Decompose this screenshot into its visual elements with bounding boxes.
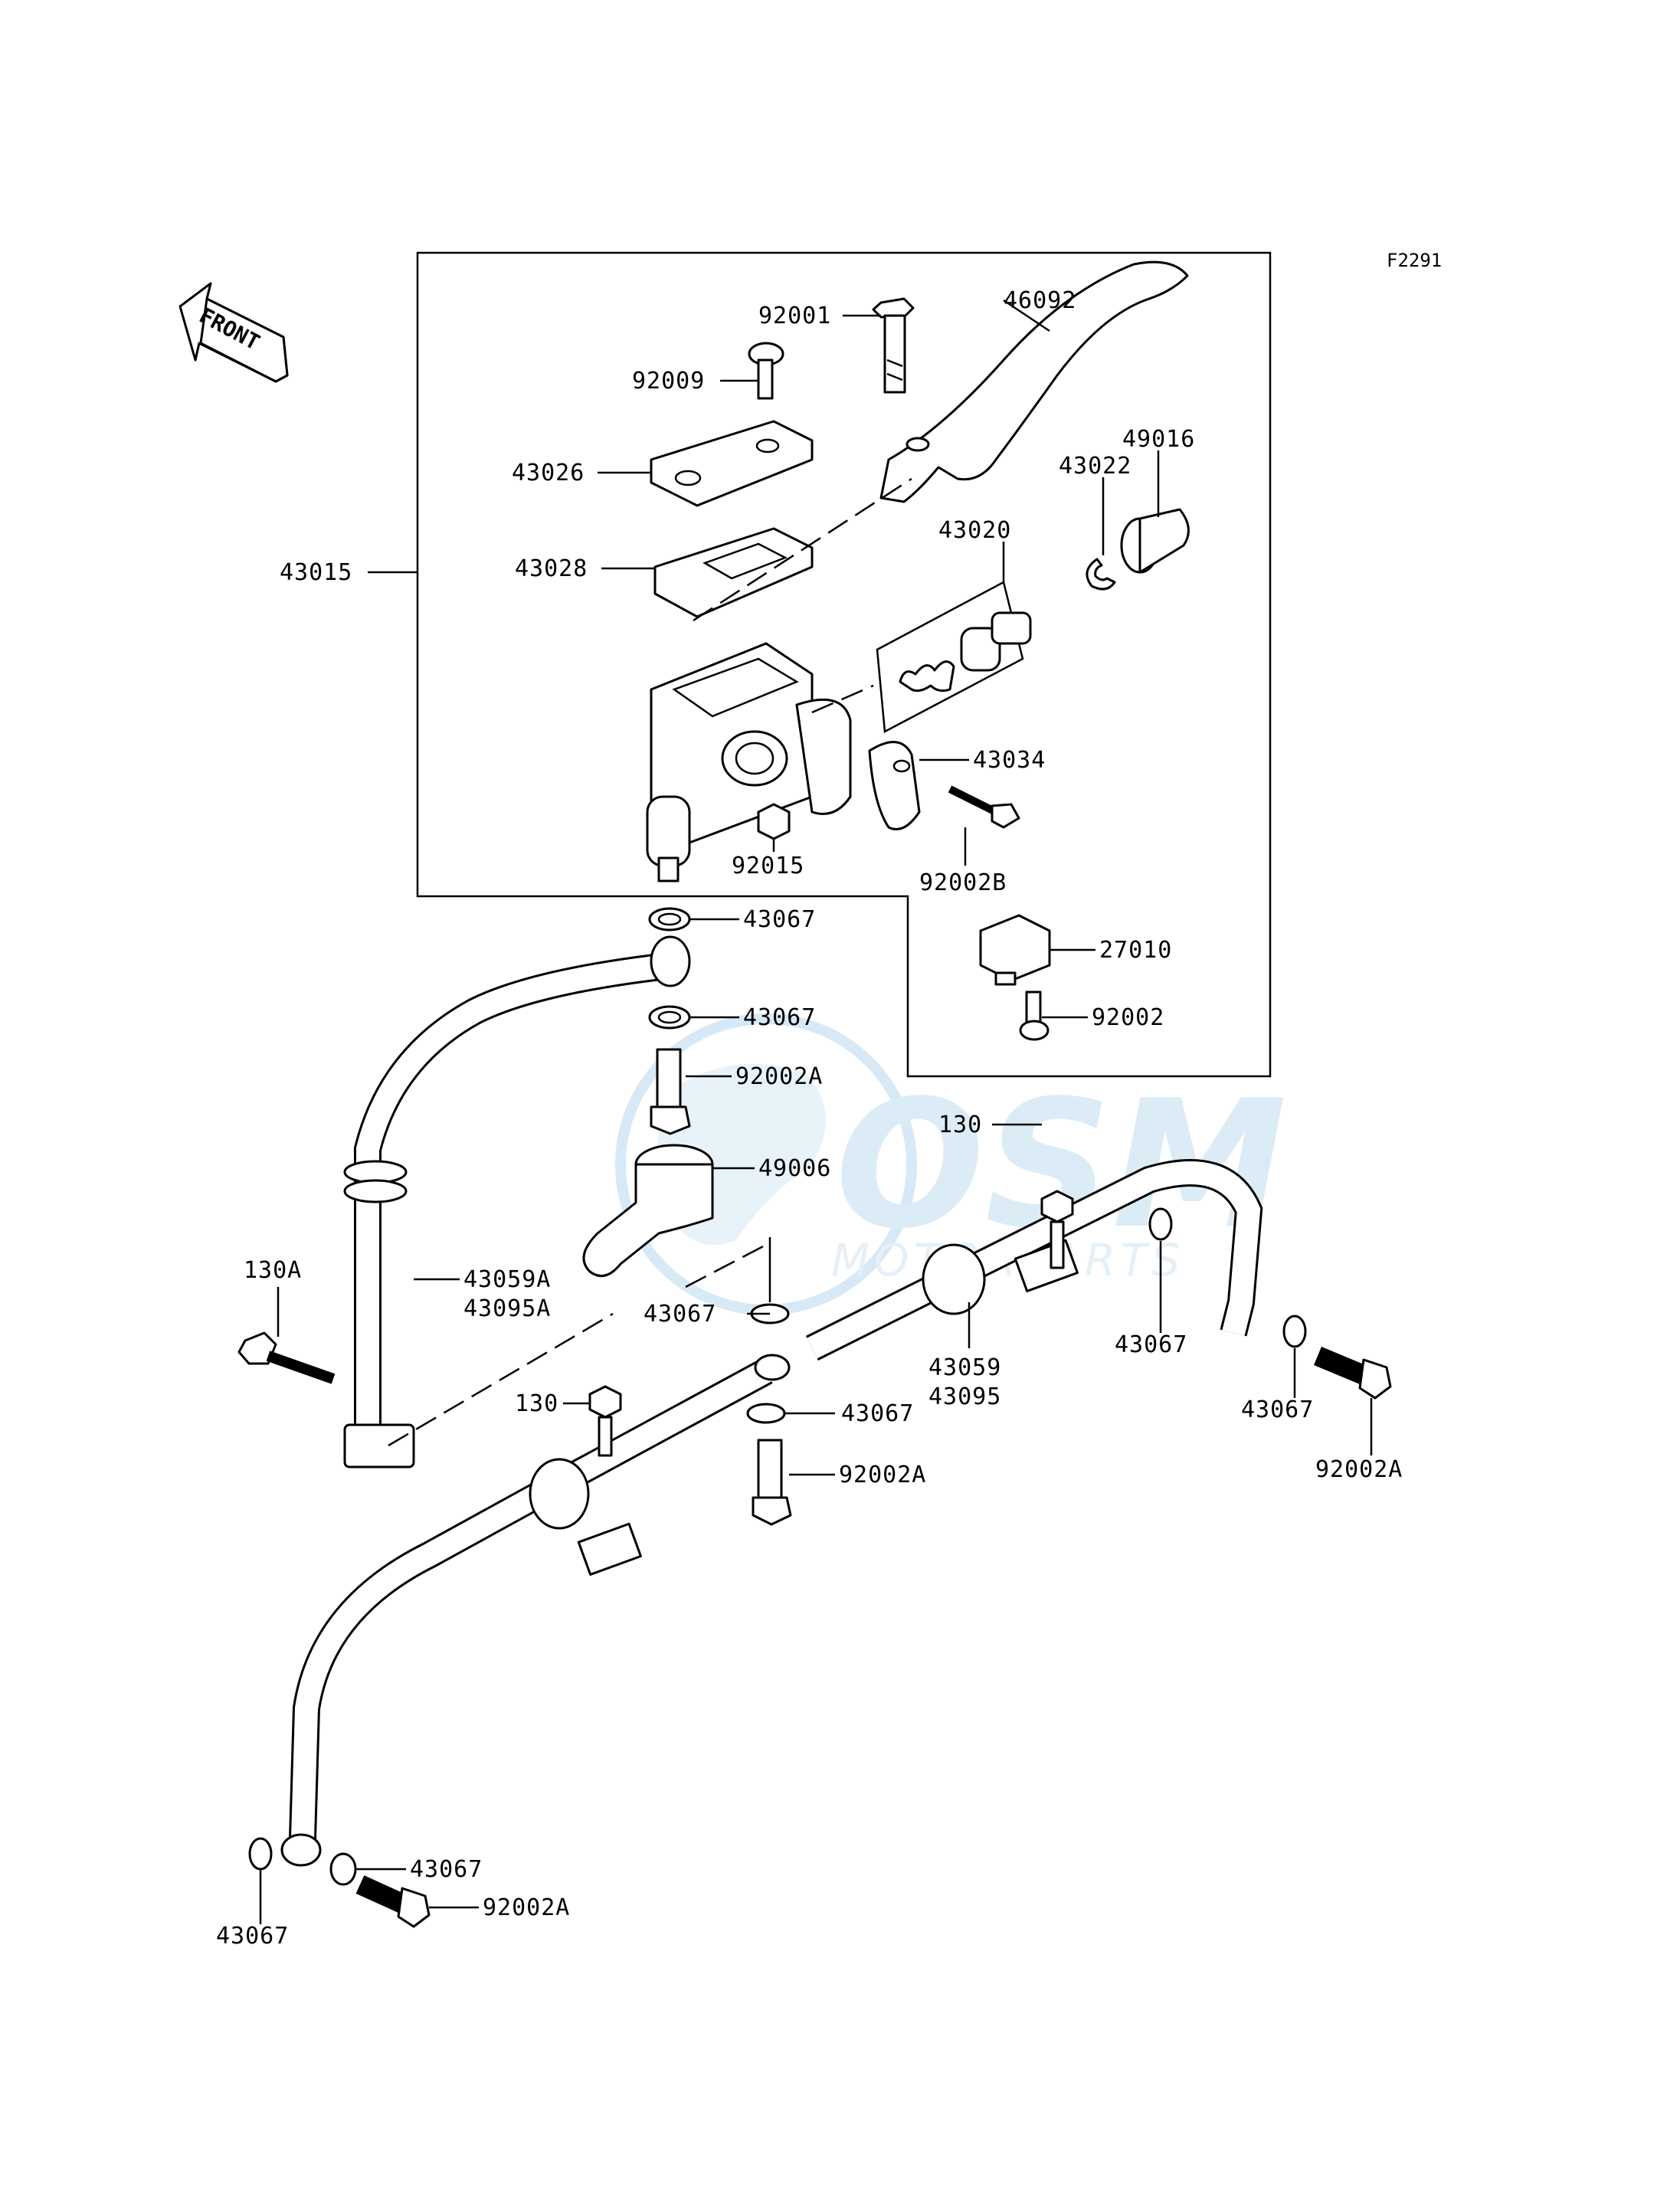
label-92002A-c[interactable]: 92002A bbox=[1315, 1456, 1403, 1483]
brake-hose-43059[interactable] bbox=[280, 1354, 791, 1867]
washer-43067-second[interactable] bbox=[648, 1005, 691, 1030]
part-labels: 92001 46092 92009 43026 49016 43022 4302… bbox=[216, 287, 1403, 1950]
brake-lever-46092[interactable] bbox=[879, 260, 1189, 503]
joint-49006[interactable] bbox=[582, 1144, 714, 1278]
label-130A[interactable]: 130A bbox=[244, 1257, 302, 1284]
label-92015[interactable]: 92015 bbox=[732, 853, 804, 879]
banjo-bolt-92002A-bottom[interactable] bbox=[355, 1875, 431, 1928]
leader-lines bbox=[259, 299, 1373, 1924]
routing-line-b bbox=[685, 1243, 767, 1288]
label-43067-h[interactable]: 43067 bbox=[216, 1923, 289, 1950]
washer-43067-bottom-b[interactable] bbox=[329, 1852, 357, 1886]
label-43095[interactable]: 43095 bbox=[928, 1383, 1001, 1410]
banjo-bolt-92002A-mid[interactable] bbox=[752, 1439, 792, 1526]
piston-kit-43020[interactable] bbox=[876, 581, 1032, 733]
washer-43067-upper[interactable] bbox=[648, 907, 691, 932]
label-43028[interactable]: 43028 bbox=[515, 555, 588, 582]
label-43067-d[interactable]: 43067 bbox=[1115, 1331, 1187, 1358]
label-43095A[interactable]: 43095A bbox=[463, 1295, 551, 1322]
routing-line-a bbox=[388, 1312, 614, 1447]
bolt-130-lower[interactable] bbox=[588, 1385, 622, 1457]
washer-43067-lower-mid[interactable] bbox=[746, 1403, 786, 1424]
label-43015[interactable]: 43015 bbox=[280, 559, 352, 586]
front-arrow-icon: FRONT bbox=[178, 282, 289, 383]
master-cylinder-assembly-box bbox=[416, 251, 1272, 1078]
bolt-130-upper[interactable] bbox=[1040, 1190, 1074, 1269]
label-49006[interactable]: 49006 bbox=[758, 1155, 831, 1182]
bolt-92002B[interactable] bbox=[948, 785, 1020, 829]
label-43067-f[interactable]: 43067 bbox=[1241, 1396, 1314, 1423]
label-43067-g[interactable]: 43067 bbox=[410, 1856, 483, 1883]
label-43067-e[interactable]: 43067 bbox=[841, 1400, 914, 1427]
label-43034[interactable]: 43034 bbox=[973, 747, 1046, 774]
bolt-130A[interactable] bbox=[237, 1331, 336, 1384]
label-43022[interactable]: 43022 bbox=[1059, 453, 1131, 480]
washer-43067-right-a[interactable] bbox=[1148, 1207, 1173, 1241]
label-27010[interactable]: 27010 bbox=[1099, 937, 1172, 964]
label-130-b[interactable]: 130 bbox=[515, 1390, 558, 1417]
label-43026[interactable]: 43026 bbox=[512, 460, 585, 486]
pivot-bolt-92001[interactable] bbox=[872, 297, 915, 394]
switch-screw-92002[interactable] bbox=[1019, 990, 1050, 1041]
circlip-43022[interactable] bbox=[1086, 558, 1116, 591]
label-46092[interactable]: 46092 bbox=[1004, 287, 1076, 314]
label-92002A-b[interactable]: 92002A bbox=[839, 1462, 926, 1488]
nut-92015[interactable] bbox=[757, 803, 791, 840]
label-43067-c[interactable]: 43067 bbox=[644, 1301, 716, 1328]
banjo-bolt-92002A-right[interactable] bbox=[1314, 1347, 1392, 1400]
routing-line-c bbox=[693, 477, 912, 622]
master-cylinder-body[interactable] bbox=[646, 642, 852, 882]
label-92002[interactable]: 92002 bbox=[1092, 1004, 1164, 1031]
label-92002A-a[interactable]: 92002A bbox=[735, 1063, 823, 1090]
label-43020[interactable]: 43020 bbox=[938, 517, 1011, 544]
label-43059[interactable]: 43059 bbox=[928, 1354, 1001, 1381]
banjo-bolt-92002A-upper[interactable] bbox=[650, 1048, 691, 1135]
diaphragm-plate-43028[interactable] bbox=[653, 527, 814, 618]
label-43067-a[interactable]: 43067 bbox=[743, 906, 816, 933]
cap-screw-92009[interactable] bbox=[748, 342, 784, 400]
holder-clamp-43034[interactable] bbox=[868, 741, 921, 830]
washer-43067-bottom-a[interactable] bbox=[248, 1837, 273, 1871]
label-43067-b[interactable]: 43067 bbox=[743, 1004, 816, 1031]
label-92002B[interactable]: 92002B bbox=[919, 869, 1007, 896]
label-49016[interactable]: 49016 bbox=[1122, 426, 1195, 453]
routing-line-d bbox=[811, 684, 874, 714]
brake-switch-27010[interactable] bbox=[979, 914, 1051, 986]
reservoir-cap-43026[interactable] bbox=[650, 420, 814, 507]
label-130-a[interactable]: 130 bbox=[938, 1112, 982, 1138]
label-43059A[interactable]: 43059A bbox=[463, 1266, 551, 1293]
dust-boot-49016[interactable] bbox=[1120, 508, 1190, 574]
brake-hose-43059A[interactable] bbox=[343, 935, 691, 1468]
label-92002A-d[interactable]: 92002A bbox=[483, 1894, 570, 1921]
figure-code: F2291 bbox=[1387, 250, 1442, 271]
label-92001[interactable]: 92001 bbox=[758, 303, 831, 329]
label-92009[interactable]: 92009 bbox=[632, 368, 705, 395]
washer-43067-right-b[interactable] bbox=[1282, 1315, 1307, 1348]
